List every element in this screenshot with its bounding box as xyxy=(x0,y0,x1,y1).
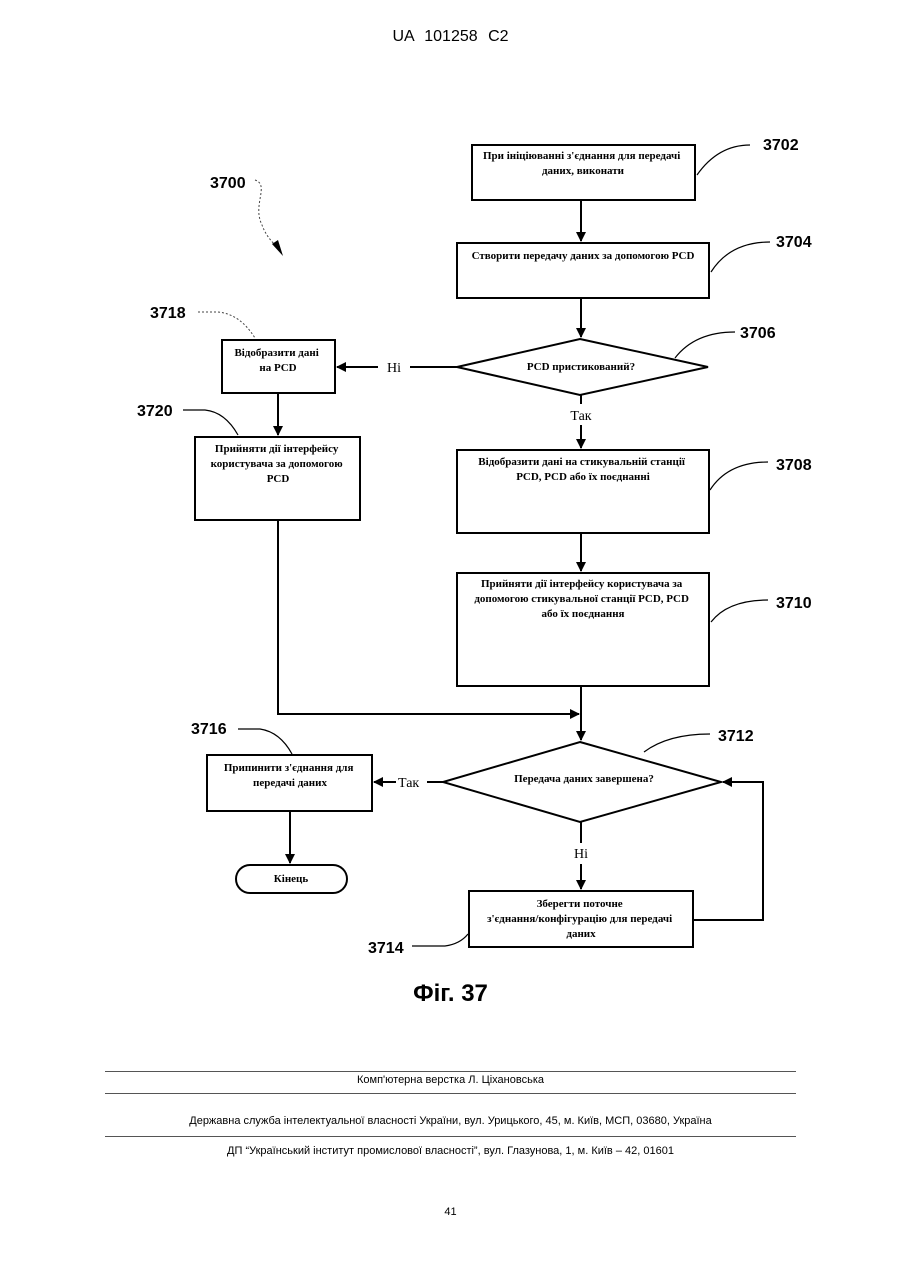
step-3702-text: При ініціюванні з'єднання для передачі д… xyxy=(483,150,683,177)
footer-rule-1 xyxy=(105,1071,796,1072)
ref-3716: 3716 xyxy=(191,721,227,738)
ref-3714: 3714 xyxy=(368,940,404,957)
step-3716-text: Припинити з'єднання для передачі даних xyxy=(224,762,356,789)
step-3704: Створити передачу даних за допомогою PCD xyxy=(457,243,709,298)
step-3720: Прийняти дії інтерфейсу користувача за д… xyxy=(195,437,360,520)
step-3704-text: Створити передачу даних за допомогою PCD xyxy=(472,250,695,262)
step-3716: Припинити з'єднання для передачі даних xyxy=(207,755,372,811)
edge-label-3712-no: Ні xyxy=(574,847,588,862)
step-3710-text: Прийняти дії інтерфейсу користувача за д… xyxy=(474,578,691,620)
ref-3700-arrowhead xyxy=(272,240,283,256)
arrow-3714-loop-3712 xyxy=(693,782,763,920)
ref-3712-leader xyxy=(644,734,710,752)
decision-3712-text: Передача даних завершена? xyxy=(514,773,654,785)
end-terminal-text: Кінець xyxy=(274,873,309,885)
edge-label-3706-no: Ні xyxy=(387,361,401,376)
ref-3720-leader xyxy=(183,410,238,435)
page-number: 41 xyxy=(0,1206,901,1218)
step-3714: Зберегти поточне з'єднання/конфігурацію … xyxy=(469,891,693,947)
ref-3700-leader xyxy=(255,180,280,250)
step-3708: Відобразити дані на стикувальній станції… xyxy=(457,450,709,533)
footer-agency: Державна служба інтелектуальної власност… xyxy=(0,1115,901,1127)
end-terminal: Кінець xyxy=(236,865,347,893)
decision-3706-text: PCD пристикований? xyxy=(527,361,635,373)
ref-3706-leader xyxy=(675,332,735,358)
ref-3706: 3706 xyxy=(740,325,776,342)
ref-3702: 3702 xyxy=(763,137,799,154)
decision-3712: Передача даних завершена? xyxy=(443,742,721,822)
step-3718-text: Відобразити дані на PCD xyxy=(234,347,321,374)
ref-3716-leader xyxy=(238,729,292,754)
ref-3718: 3718 xyxy=(150,305,186,322)
step-3702: При ініціюванні з'єднання для передачі д… xyxy=(472,145,695,200)
step-3714-text: Зберегти поточне з'єднання/конфігурацію … xyxy=(487,898,675,940)
ref-3700: 3700 xyxy=(210,175,246,192)
edge-label-3706-yes: Так xyxy=(570,409,591,424)
ref-3704-leader xyxy=(711,242,770,272)
figure-caption: Фіг. 37 xyxy=(0,980,901,1008)
step-3718: Відобразити дані на PCD xyxy=(222,340,335,393)
ref-3708: 3708 xyxy=(776,457,812,474)
ref-3710-leader xyxy=(711,600,768,622)
arrow-3720-merge xyxy=(278,520,579,714)
decision-3706: PCD пристикований? xyxy=(457,339,708,395)
step-3720-text: Прийняти дії інтерфейсу користувача за д… xyxy=(211,443,346,485)
ref-3712: 3712 xyxy=(718,728,754,745)
ref-3708-leader xyxy=(710,462,768,490)
footer-layout-credit: Комп'ютерна верстка Л. Ціхановська xyxy=(0,1074,901,1086)
footer-rule-2 xyxy=(105,1093,796,1094)
footer-institute: ДП “Український інститут промислової вла… xyxy=(0,1145,901,1157)
edge-label-3712-yes: Так xyxy=(398,776,419,791)
ref-3714-leader xyxy=(412,934,468,946)
ref-3702-leader xyxy=(697,145,750,175)
ref-3704: 3704 xyxy=(776,234,812,251)
ref-3720: 3720 xyxy=(137,403,173,420)
step-3708-text: Відобразити дані на стикувальній станції… xyxy=(478,456,687,483)
footer-rule-3 xyxy=(105,1136,796,1137)
step-3710: Прийняти дії інтерфейсу користувача за д… xyxy=(457,573,709,686)
ref-3718-leader xyxy=(198,312,255,338)
ref-3710: 3710 xyxy=(776,595,812,612)
